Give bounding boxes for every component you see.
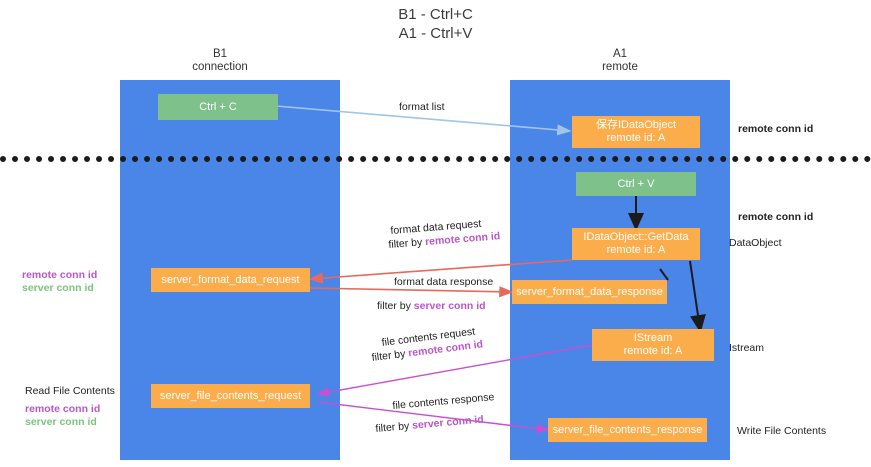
box-save-idataobject-line1: 保存IDataObject — [595, 119, 677, 131]
server-conn-id-1: server conn id — [413, 300, 486, 312]
box-istream-line2: remote id: A — [623, 345, 683, 357]
lane-a1-sub: remote — [602, 61, 638, 73]
box-istream[interactable]: IStream remote id: A — [592, 329, 714, 361]
filter-by-prefix-4: filter by — [375, 419, 413, 435]
page-title: B1 - Ctrl+C A1 - Ctrl+V — [0, 5, 871, 43]
box-idataobject-getdata[interactable]: IDataObject::GetData remote id: A — [572, 228, 700, 260]
side-label-istream: Istream — [729, 342, 765, 354]
title-line-1: B1 - Ctrl+C — [398, 6, 473, 23]
side-label-remote-conn-id-top: remote conn id — [738, 123, 814, 135]
box-ctrl-v-label: Ctrl + V — [617, 177, 655, 190]
box-ctrl-v[interactable]: Ctrl + V — [576, 172, 696, 196]
section-divider — [0, 156, 871, 162]
box-save-idataobject[interactable]: 保存IDataObject remote id: A — [572, 116, 700, 148]
side-label-left-remote-conn-id-bot: remote conn id — [25, 403, 100, 416]
box-istream-line1: IStream — [633, 332, 673, 344]
box-server-file-contents-request-label: server_file_contents_request — [159, 389, 302, 402]
format-list-text: format list — [399, 101, 445, 113]
lane-b1-sub: connection — [192, 61, 248, 73]
title-line-2: A1 - Ctrl+V — [398, 25, 473, 42]
box-ctrl-c-label: Ctrl + C — [199, 100, 237, 113]
arrow-label-format-data-response: format data response — [394, 276, 493, 288]
box-getdata-line1: IDataObject::GetData — [583, 231, 689, 243]
box-getdata-line2: remote id: A — [606, 244, 666, 256]
box-server-file-contents-response-label: server_file_contents_response — [552, 423, 703, 436]
lane-a1-name: A1 — [612, 48, 628, 60]
lane-b1-name: B1 — [212, 48, 228, 60]
left-server-conn-id-mid-text: server conn id — [22, 282, 94, 294]
box-server-file-contents-response[interactable]: server_file_contents_response — [548, 418, 707, 442]
box-server-format-data-response[interactable]: server_format_data_response — [512, 280, 667, 304]
box-server-format-data-response-label: server_format_data_response — [516, 285, 663, 298]
lane-header-b1: B1 connection — [140, 48, 300, 74]
box-server-format-data-request[interactable]: server_format_data_request — [151, 268, 310, 292]
read-file-contents-text: Read File Contents — [25, 385, 115, 397]
server-conn-id-2: server conn id — [411, 413, 485, 432]
file-contents-response-text: file contents response — [392, 391, 495, 412]
box-save-idataobject-line2: remote id: A — [606, 132, 666, 144]
side-label-read-file-contents: Read File Contents — [25, 385, 115, 398]
arrow-label-format-list: format list — [399, 101, 445, 113]
filter-by-prefix-2: filter by — [377, 300, 414, 312]
box-ctrl-c[interactable]: Ctrl + C — [158, 94, 278, 120]
left-remote-conn-id-bot-text: remote conn id — [25, 403, 101, 415]
side-label-left-server-conn-id-bot: server conn id — [25, 416, 97, 429]
filter-by-prefix-1: filter by — [388, 236, 426, 251]
box-server-format-data-request-label: server_format_data_request — [161, 273, 300, 286]
side-label-left-remote-conn-id-mid: remote conn id — [22, 269, 97, 282]
format-data-response-text: format data response — [394, 276, 494, 288]
side-label-dataobject: DataObject — [729, 237, 782, 249]
box-server-file-contents-request[interactable]: server_file_contents_request — [151, 384, 310, 408]
lane-header-a1: A1 remote — [540, 48, 700, 74]
filter-by-prefix-3: filter by — [371, 347, 409, 364]
arrow-label-filter-server-1: filter by server conn id — [377, 300, 486, 312]
side-label-remote-conn-id-mid: remote conn id — [738, 211, 814, 223]
arrow-label-file-contents-response: file contents response — [392, 391, 495, 412]
side-label-write-file-contents: Write File Contents — [737, 425, 827, 437]
left-server-conn-id-bot-text: server conn id — [25, 416, 97, 428]
arrow-label-filter-server-2: filter by server conn id — [375, 414, 484, 435]
side-label-left-server-conn-id-mid: server conn id — [22, 282, 94, 295]
left-remote-conn-id-mid-text: remote conn id — [22, 269, 98, 281]
